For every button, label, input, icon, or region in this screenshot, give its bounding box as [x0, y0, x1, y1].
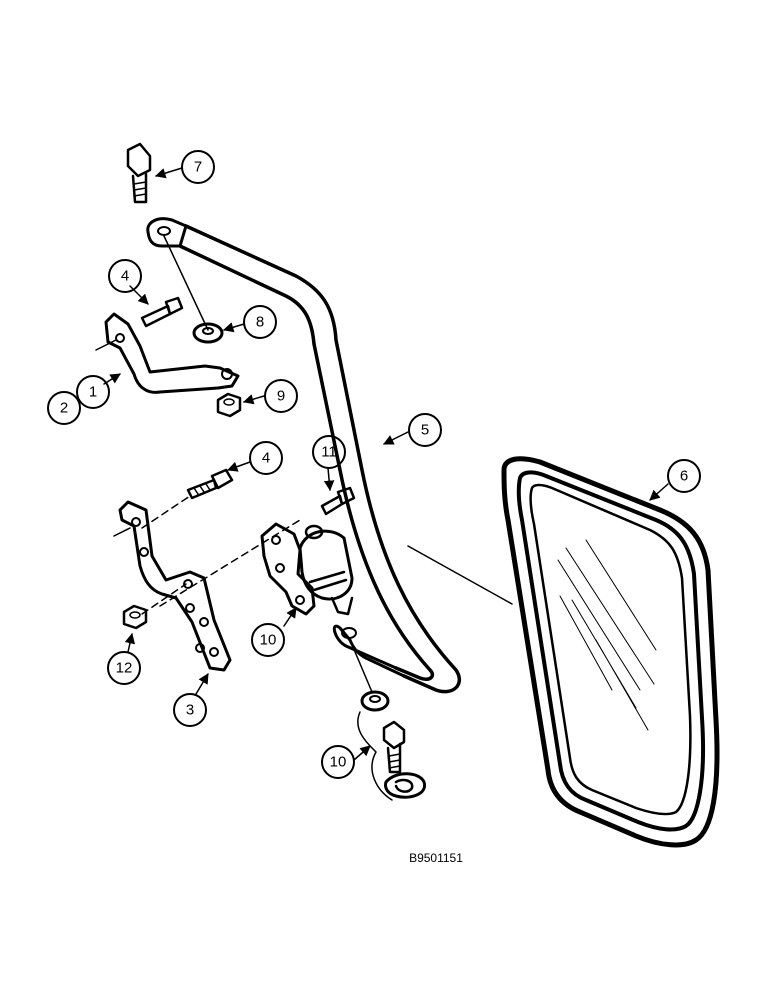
- alignment-line-bolt: [141, 495, 191, 529]
- callout-10a: 10: [251, 623, 285, 657]
- bolt-upper-small: [140, 296, 184, 328]
- callout-11-label: 11: [321, 444, 337, 461]
- callout-4a-label: 4: [121, 268, 129, 285]
- washer-lower: [360, 690, 390, 712]
- callout-4b-label: 4: [262, 450, 270, 467]
- callout-1: 1: [76, 375, 110, 409]
- callout-1-label: 1: [89, 384, 97, 401]
- nut-lower: [122, 604, 148, 630]
- callout-3: 3: [173, 693, 207, 727]
- lower-bracket: [113, 500, 232, 672]
- callout-5-label: 5: [421, 422, 429, 439]
- callout-6-label: 6: [680, 468, 688, 485]
- callout-8-label: 8: [256, 314, 264, 331]
- callout-6: 6: [667, 459, 701, 493]
- callout-7: 7: [181, 150, 215, 184]
- figure-reference-code: B9501151: [409, 851, 463, 865]
- callout-4b: 4: [249, 441, 283, 475]
- mirror: [501, 456, 720, 848]
- mirror-arm: [146, 217, 462, 694]
- bolt-top: [126, 142, 152, 204]
- callout-10b: 10: [321, 745, 355, 779]
- callout-2-label: 2: [60, 400, 68, 417]
- washer-upper: [192, 322, 224, 344]
- callout-8: 8: [243, 305, 277, 339]
- alignment-line-nut: [141, 583, 187, 615]
- bolt-lower-long: [186, 468, 234, 500]
- upper-bracket: [95, 312, 240, 394]
- callout-10a-label: 10: [260, 632, 277, 649]
- callout-5: 5: [408, 413, 442, 447]
- callout-11: 11: [312, 435, 346, 469]
- callout-10b-label: 10: [330, 754, 347, 771]
- callout-12-label: 12: [116, 660, 133, 677]
- leader-arrows: [103, 167, 669, 761]
- bolt-mount: [320, 486, 356, 516]
- callout-7-label: 7: [194, 159, 202, 176]
- assembly-axis-lower: [349, 639, 373, 693]
- nut-upper: [216, 392, 242, 418]
- swivel-mount: [260, 522, 354, 616]
- mirror-leader: [407, 545, 513, 605]
- callout-4a: 4: [108, 259, 142, 293]
- assembly-axis-upper: [163, 235, 209, 331]
- callout-2: 2: [47, 391, 81, 425]
- callout-12: 12: [107, 651, 141, 685]
- callout-9: 9: [264, 379, 298, 413]
- callout-3-label: 3: [186, 702, 194, 719]
- callout-9-label: 9: [277, 388, 285, 405]
- lower-bolt-clip: [357, 711, 427, 801]
- alignment-line-mount: [159, 519, 301, 607]
